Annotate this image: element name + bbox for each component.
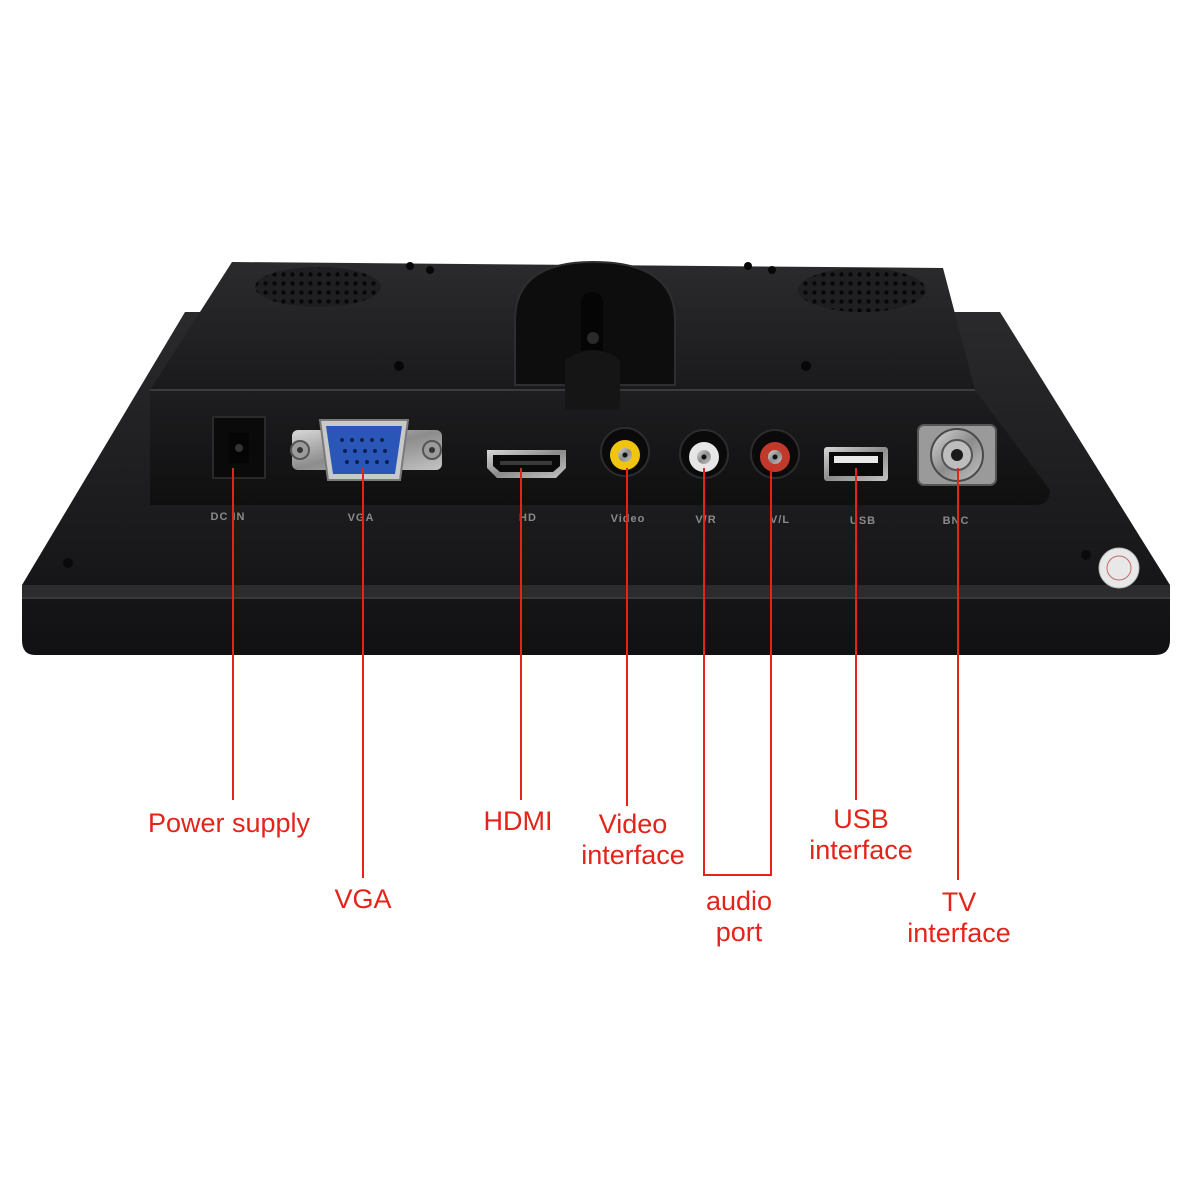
callout-power-supply-line-1: Power supply <box>147 808 311 838</box>
callout-usb-interface: USB interface <box>809 804 913 866</box>
dc-in-jack <box>212 416 266 479</box>
callout-audio-line-2: port <box>715 917 763 947</box>
port-label-usb: USB <box>850 515 876 527</box>
callout-audio-port: audio port <box>706 886 772 948</box>
bnc-connector <box>917 424 997 486</box>
callout-hdmi: HDMI <box>484 806 553 837</box>
warranty-sticker <box>1098 547 1140 589</box>
port-label-hd: HD <box>519 512 537 524</box>
port-label-dc-in: DC IN <box>211 511 246 523</box>
callout-tv-line-2: interface <box>907 918 1011 948</box>
port-label-vl: V/L <box>770 514 790 526</box>
speaker-grille-left <box>255 267 381 307</box>
mounting-bracket <box>514 260 676 410</box>
rca-audio-right-port <box>679 429 729 479</box>
callout-vga-line-1: VGA <box>334 884 392 914</box>
port-label-vga: VGA <box>348 512 375 524</box>
callout-hdmi-line-1: HDMI <box>483 806 553 836</box>
callout-tv-line-1: TV <box>941 887 977 917</box>
rca-audio-left-port <box>750 429 800 479</box>
rca-video-port <box>600 427 650 477</box>
callout-usb-line-2: interface <box>809 835 913 865</box>
port-label-vr: V/R <box>695 514 716 526</box>
callout-tv-interface: TV interface <box>907 887 1011 949</box>
port-label-bnc: BNC <box>943 515 970 527</box>
leader-line-audio <box>703 468 772 876</box>
callout-power-supply: Power supply <box>148 808 310 839</box>
housing-screws <box>394 262 811 371</box>
callout-usb-line-1: USB <box>833 804 889 834</box>
callout-video-line-2: interface <box>581 840 685 870</box>
hdmi-port <box>487 450 566 478</box>
callout-video-interface: Video interface <box>581 809 685 871</box>
callout-audio-line-1: audio <box>705 886 773 916</box>
callout-vga: VGA <box>334 884 391 915</box>
callout-video-line-1: Video <box>598 809 668 839</box>
vga-connector <box>290 419 442 481</box>
speaker-grille-right <box>798 268 926 312</box>
